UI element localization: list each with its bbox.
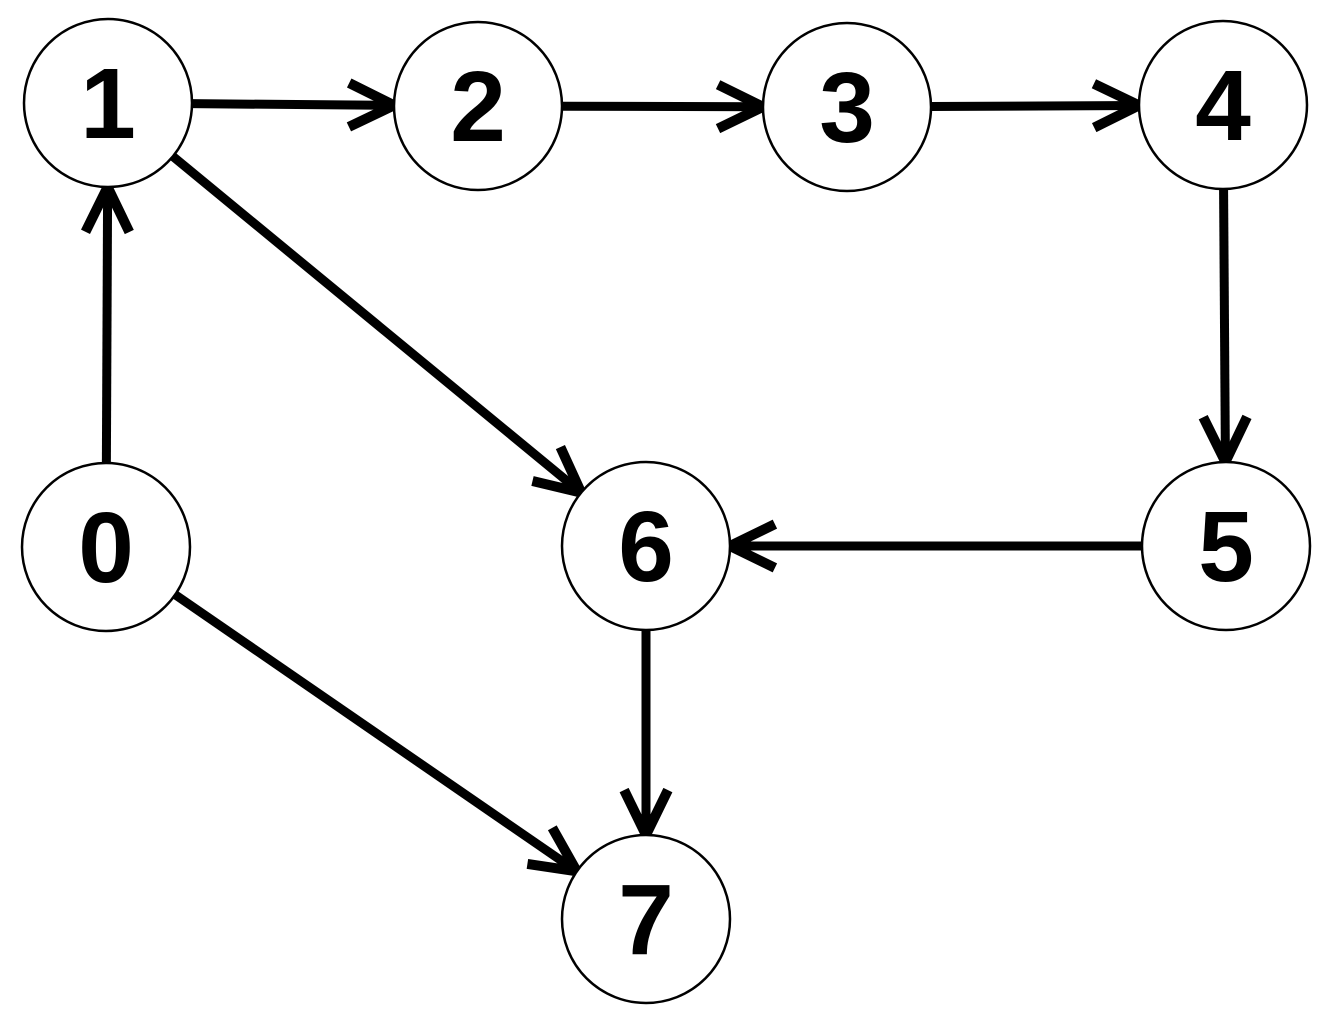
node-0-label: 0 <box>78 492 134 604</box>
node-7-circle <box>560 833 732 1005</box>
node-4: 4 <box>1137 19 1309 191</box>
node-1-circle <box>22 17 194 189</box>
edge-1-6 <box>169 152 591 500</box>
edge-0-7-shaft <box>172 590 580 876</box>
node-1-label: 1 <box>80 48 136 160</box>
edge-4-5 <box>1198 188 1252 474</box>
node-3-circle <box>761 21 933 193</box>
node-3: 3 <box>761 21 933 193</box>
edge-0-7 <box>172 590 587 878</box>
node-6-label: 6 <box>618 491 674 603</box>
node-1: 1 <box>22 17 194 189</box>
node-2-circle <box>392 20 564 192</box>
edge-6-7 <box>619 630 673 847</box>
edge-1-6-shaft <box>169 152 585 497</box>
edge-2-3 <box>561 80 775 134</box>
node-4-label: 4 <box>1195 50 1251 162</box>
edge-0-1-shaft <box>101 186 113 464</box>
edge-3-4 <box>930 79 1151 133</box>
edge-0-1 <box>81 175 134 464</box>
edge-1-2-shaft <box>191 99 395 110</box>
node-5-label: 5 <box>1198 491 1254 603</box>
edge-2-3-shaft <box>561 101 764 112</box>
node-0: 0 <box>20 461 192 633</box>
edge-1-2 <box>191 78 406 132</box>
node-0-circle <box>20 461 192 633</box>
edge-4-5-shaft <box>1219 188 1230 463</box>
node-5: 5 <box>1140 460 1312 632</box>
node-6: 6 <box>560 460 732 632</box>
node-2: 2 <box>392 20 564 192</box>
edge-5-6 <box>718 519 1142 573</box>
node-4-circle <box>1137 19 1309 191</box>
node-7-label: 7 <box>618 864 674 976</box>
node-2-label: 2 <box>450 51 506 163</box>
node-6-circle <box>560 460 732 632</box>
node-5-circle <box>1140 460 1312 632</box>
edge-3-4-shaft <box>930 100 1140 112</box>
node-7: 7 <box>560 833 732 1005</box>
node-3-label: 3 <box>819 52 875 164</box>
